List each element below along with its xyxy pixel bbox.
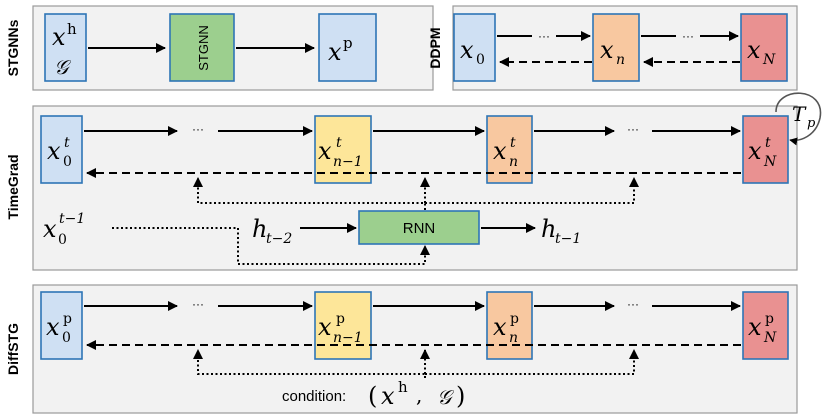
diffstg-node-2 [486, 291, 533, 360]
stgnns-label: STGNNs [5, 19, 21, 76]
ddpm-xN-sub: N [762, 52, 776, 68]
ddpm-xN-var: x [747, 36, 761, 64]
timegrad-prev-sup: t−1 [59, 211, 85, 227]
diffstg-condition-var: x [381, 382, 395, 410]
timegrad-hidden-in-sub: t−2 [266, 231, 292, 247]
timegrad-ellipsis-2: ··· [627, 122, 639, 136]
ddpm-x0-var: x [460, 36, 474, 64]
timegrad-node-3 [742, 115, 789, 184]
stgnns-input-var: x [52, 23, 66, 51]
timegrad-label: TimeGrad [5, 154, 21, 219]
diffstg-node-0-sub: 0 [62, 330, 71, 346]
diffstg-label: DiffSTG [5, 323, 21, 375]
diffstg-node-3-var: x [748, 313, 762, 341]
timegrad-hidden-in: h [252, 215, 267, 243]
timegrad-prev-path [112, 227, 430, 265]
ddpm-label: DDPM [427, 27, 443, 68]
timegrad-node-2 [486, 115, 533, 184]
diffstg-node-2-var: x [493, 313, 507, 341]
stgnns-graph: 𝒢 [54, 55, 72, 79]
stgnns-input-node [44, 13, 87, 82]
diffstg-panel: DiffSTG x p 0 x p n−1 x p n x p N ··· ··… [5, 284, 798, 414]
timegrad-node-1 [314, 115, 372, 184]
timegrad-tp-loop [775, 92, 822, 146]
timegrad-node-2-sub: n [509, 154, 518, 170]
timegrad-tp-sub: p [807, 116, 816, 131]
timegrad-node-1-var: x [318, 137, 332, 165]
ddpm-ellipsis-1: ··· [538, 29, 550, 43]
ddpm-x0-node [453, 13, 496, 82]
ddpm-panel: DDPM x 0 ··· x n ··· x N [427, 5, 798, 91]
diffstg-ellipsis-1: ··· [192, 297, 204, 311]
diffstg-condition-sep: , [416, 383, 422, 407]
timegrad-node-0-var: x [47, 137, 61, 165]
stgnns-output-sup: p [343, 34, 353, 52]
ddpm-xN-node [740, 13, 788, 82]
timegrad-node-1-sup: t [336, 135, 342, 151]
timegrad-hidden-out: h [541, 215, 556, 243]
timegrad-hidden-out-sub: t−1 [555, 231, 581, 247]
timegrad-node-0-sub: 0 [63, 154, 72, 170]
stgnns-output-node [318, 13, 377, 82]
diffstg-node-1-var: x [318, 313, 332, 341]
ddpm-xn-sub: n [616, 52, 625, 68]
diffstg-node-2-sub: n [509, 330, 518, 346]
stgnns-input-sup: h [67, 20, 77, 38]
diffstg-node-2-sup: p [510, 311, 519, 327]
diffstg-condition-graph: 𝒢 [437, 385, 455, 409]
ddpm-x0-sub: 0 [476, 52, 485, 68]
ddpm-xn-var: x [600, 36, 614, 64]
diffstg-node-3-sup: p [765, 311, 774, 327]
diffstg-node-0-sup: p [63, 311, 72, 327]
diffstg-condition-close: ) [456, 382, 465, 410]
timegrad-node-3-sup: t [765, 135, 771, 151]
timegrad-node-0 [40, 115, 83, 184]
diffstg-cond-right [425, 349, 639, 375]
diffstg-node-3 [742, 291, 789, 360]
timegrad-node-1-sub: n−1 [333, 154, 363, 170]
rnn-label: RNN [403, 220, 436, 237]
timegrad-tp: T [792, 102, 807, 126]
diffstg-node-1-sub: n−1 [333, 330, 363, 346]
timegrad-node-2-sup: t [510, 135, 516, 151]
diffstg-condition-label: condition: [282, 388, 346, 405]
diffstg-condition-sup: h [398, 378, 408, 396]
stgnns-panel: STGNNs x h 𝒢 STGNN x p [5, 5, 434, 91]
timegrad-cond-right [425, 177, 639, 204]
timegrad-ellipsis-1: ··· [192, 122, 204, 136]
stgnn-model-label: STGNN [196, 25, 211, 71]
timegrad-prev-var: x [43, 215, 57, 243]
diffstg-cond-left [193, 349, 426, 378]
timegrad-node-3-sub: N [763, 154, 777, 170]
timegrad-node-2-var: x [493, 137, 507, 165]
diffstg-node-0-var: x [46, 313, 60, 341]
timegrad-panel: TimeGrad x t 0 x t n−1 x t n x t N ··· ·… [5, 92, 822, 271]
diffstg-condition-open: ( [368, 382, 377, 410]
diffstg-node-3-sub: N [763, 330, 777, 346]
timegrad-prev-sub: 0 [58, 232, 67, 248]
timegrad-node-0-sup: t [64, 135, 70, 151]
diffstg-node-1 [314, 291, 372, 360]
rnn-node [358, 210, 480, 245]
timegrad-node-3-var: x [748, 137, 762, 165]
diffstg-node-0 [40, 291, 83, 360]
diffstg-node-1-sup: p [336, 311, 345, 327]
stgnn-model-node [169, 13, 235, 82]
diffstg-ellipsis-2: ··· [627, 297, 639, 311]
diffstg-panel-bg [32, 284, 798, 414]
ddpm-xn-node [592, 13, 640, 82]
ddpm-ellipsis-2: ··· [682, 29, 694, 43]
stgnns-output-var: x [328, 38, 342, 66]
